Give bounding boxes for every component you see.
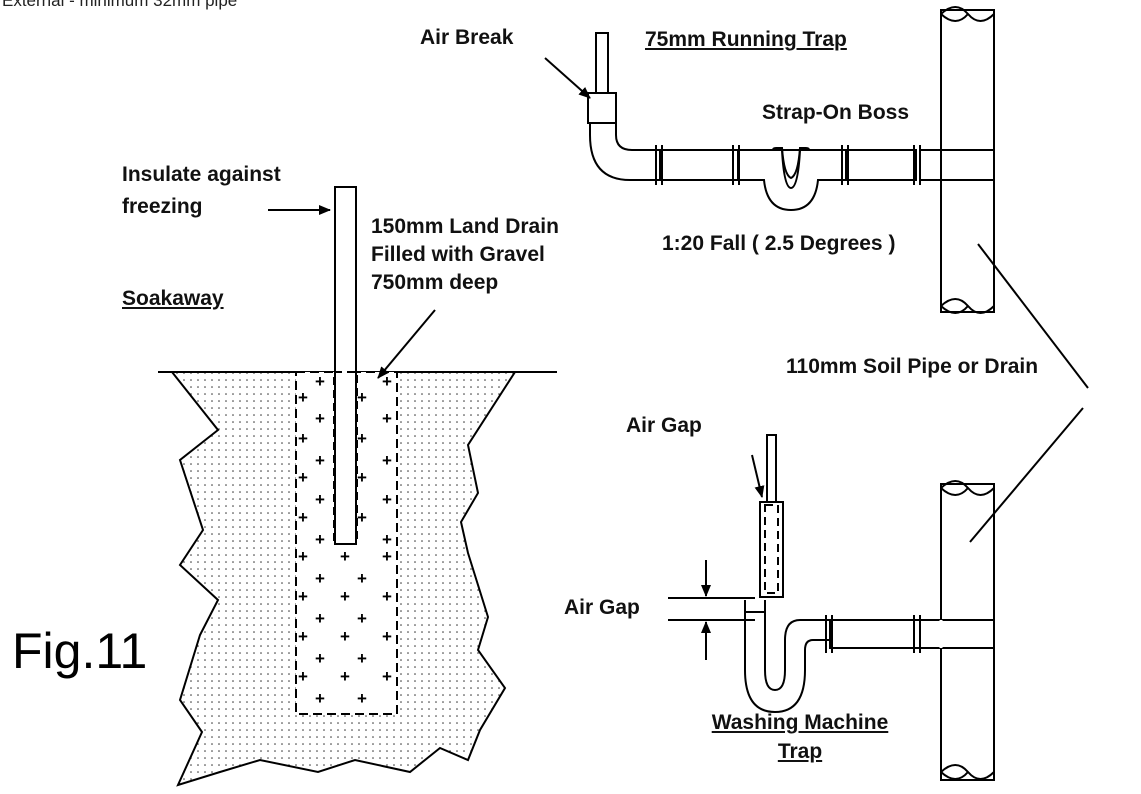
insulate-label-line2: freezing (122, 195, 203, 218)
running-trap-title: 75mm Running Trap (645, 28, 847, 51)
washing-machine-title-line1: Washing Machine (711, 711, 889, 734)
svg-text:+: + (357, 429, 367, 448)
svg-text:+: + (382, 451, 392, 470)
svg-text:+: + (382, 372, 392, 391)
soakaway-group: + + + + + + + + + + + + + + + + + + + + + + + + + + + +… (158, 186, 557, 787)
svg-text:+: + (357, 569, 367, 588)
svg-text:+: + (382, 667, 392, 686)
land-drain-label-line2: Filled with Gravel (371, 243, 545, 266)
svg-text:+: + (315, 649, 325, 668)
svg-text:+: + (315, 409, 325, 428)
svg-text:+: + (357, 689, 367, 708)
svg-text:+: + (382, 530, 392, 549)
svg-text:+: + (315, 530, 325, 549)
svg-text:+: + (298, 547, 308, 566)
svg-text:+: + (340, 547, 350, 566)
svg-text:+: + (315, 609, 325, 628)
soakaway-title: Soakaway (122, 287, 224, 310)
air-break-label: Air Break (420, 26, 514, 49)
svg-text:+: + (298, 587, 308, 606)
washing-machine-trap (744, 434, 995, 714)
svg-text:+: + (382, 627, 392, 646)
svg-text:+: + (357, 508, 367, 527)
strap-on-boss-label: Strap-On Boss (762, 101, 910, 124)
svg-text:+: + (298, 388, 308, 407)
svg-text:+: + (357, 468, 367, 487)
soil-leader-lower (969, 407, 1084, 543)
svg-text:+: + (298, 508, 308, 527)
svg-text:+: + (315, 689, 325, 708)
air-gap-dimension (668, 560, 755, 660)
vent-pipe-end (333, 371, 358, 545)
fall-label: 1:20 Fall ( 2.5 Degrees ) (662, 232, 896, 255)
svg-text:+: + (298, 468, 308, 487)
svg-text:+: + (315, 490, 325, 509)
land-drain-arrow (377, 309, 436, 379)
svg-text:+: + (382, 587, 392, 606)
figure-number: Fig.11 (12, 623, 148, 679)
svg-text:+: + (357, 609, 367, 628)
svg-text:+: + (382, 490, 392, 509)
svg-text:+: + (340, 667, 350, 686)
svg-text:+: + (340, 627, 350, 646)
svg-text:+: + (315, 372, 325, 391)
air-gap-side-label: Air Gap (564, 596, 640, 619)
gravel-marks: + + + + + + + + + + + + + + + + + + + + + + + + + + + +… (298, 372, 392, 708)
air-gap-top-label: Air Gap (626, 414, 702, 437)
svg-text:+: + (298, 667, 308, 686)
land-drain-label-line3: 750mm deep (371, 271, 499, 294)
washing-machine-title-line2: Trap (777, 740, 823, 763)
svg-text:+: + (315, 569, 325, 588)
air-break-arrow (544, 57, 591, 99)
svg-text:+: + (382, 547, 392, 566)
svg-text:+: + (357, 649, 367, 668)
vent-pipe (334, 186, 357, 545)
svg-text:+: + (340, 587, 350, 606)
svg-text:+: + (382, 409, 392, 428)
svg-text:+: + (315, 451, 325, 470)
svg-text:+: + (357, 388, 367, 407)
land-drain-label-line1: 150mm Land Drain (371, 215, 559, 238)
svg-text:+: + (298, 429, 308, 448)
caption: External - minimum 32mm pipe (2, 0, 238, 10)
soil-pipe-label: 110mm Soil Pipe or Drain (786, 355, 1039, 378)
air-gap-top-arrow (751, 454, 765, 498)
svg-text:+: + (298, 627, 308, 646)
running-trap (587, 32, 995, 212)
insulate-label-line1: Insulate against (122, 163, 281, 186)
soil-leader-upper (977, 243, 1089, 389)
